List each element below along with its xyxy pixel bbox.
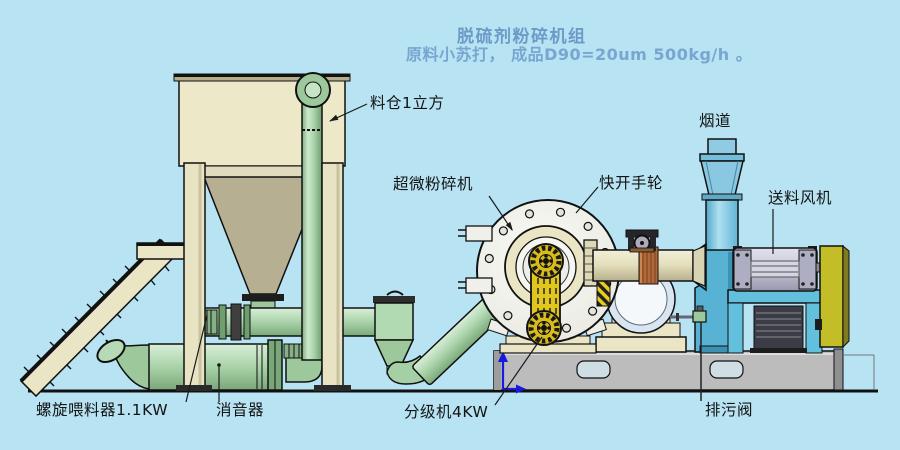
door-bolts — [484, 207, 612, 335]
muffler — [96, 338, 283, 391]
screw-feeder — [198, 303, 380, 341]
silo-outlet-flange — [242, 294, 284, 301]
classifier-drive-guard — [526, 243, 564, 346]
door-hinge — [465, 225, 493, 242]
diagram-title: 脱硫剂粉碎机组 — [457, 27, 587, 47]
drain-valve — [670, 305, 707, 401]
label-silo: 料仓1立方 — [370, 94, 445, 112]
diagram-subtitle: 原料小苏打， 成品D90=20um 500kg/h 。 — [406, 45, 753, 64]
label-feed-fan: 送料风机 — [768, 189, 833, 207]
label-handwheel: 快开手轮 — [599, 174, 664, 192]
label-flue: 烟道 — [699, 112, 732, 130]
leader-dot — [217, 363, 221, 367]
base-skid — [493, 348, 875, 391]
silo-vent-pipe — [283, 72, 331, 383]
leader-arrowhead — [505, 221, 513, 231]
bottom-sprocket — [526, 310, 562, 346]
label-drain-valve: 排污阀 — [705, 401, 754, 419]
inclined-conveyor — [19, 238, 193, 398]
discharge-pipe — [592, 229, 706, 287]
belt-guard — [819, 245, 844, 348]
handwheel-device — [625, 229, 659, 253]
door-hinge — [465, 277, 493, 294]
base-slot — [709, 360, 744, 379]
hopper-handle — [386, 290, 404, 296]
silo-legs — [176, 162, 351, 391]
label-muffler: 消音器 — [216, 401, 265, 419]
label-pulverizer: 超微粉碎机 — [393, 175, 474, 193]
top-sprocket — [528, 243, 564, 279]
feed-fan — [727, 244, 850, 354]
label-screw-feeder: 螺旋喂料器1.1KW — [36, 401, 169, 419]
label-classifier: 分级机4KW — [404, 403, 489, 421]
fan-stand — [727, 289, 823, 304]
ucs-arrow-icon — [498, 351, 526, 394]
muffler-inlet-flange — [96, 338, 126, 364]
flue-duct — [699, 138, 745, 253]
leader-lines — [185, 103, 774, 406]
leader-arrowhead — [329, 114, 339, 122]
base-slot — [576, 360, 611, 379]
